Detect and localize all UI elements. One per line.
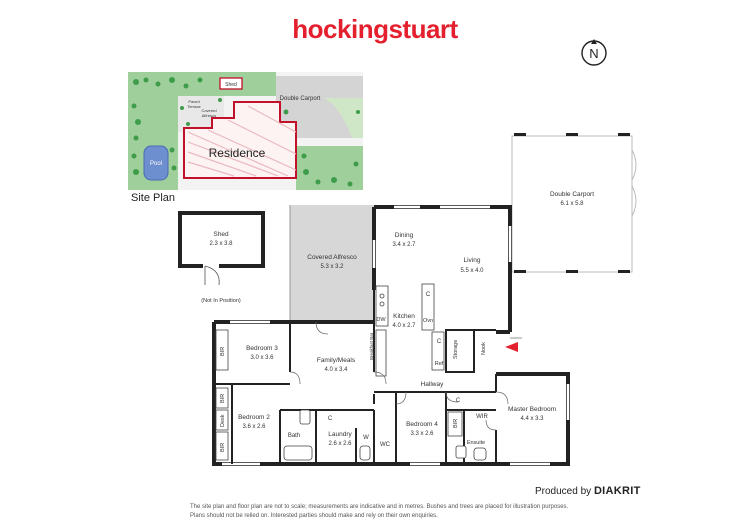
disclaimer-line-2: Plans should not be relied on. Intereste… [190, 513, 438, 519]
bedroom2-dims: 3.6 x 2.6 [242, 424, 266, 430]
label-c-laundry: C [328, 416, 333, 422]
label-bir-bed2b: BIR [220, 443, 226, 452]
master-bedroom-dims: 4.4 x 3.3 [520, 416, 544, 422]
label-bir-bed2: BIR [220, 394, 226, 403]
alfresco-name: Covered Alfresco [307, 254, 357, 261]
master-bedroom-name: Master Bedroom [508, 406, 556, 413]
dining-name: Dining [395, 232, 414, 239]
house-walls [212, 205, 570, 466]
bedroom4-name: Bedroom 4 [406, 421, 438, 428]
site-plan-title: Site Plan [131, 192, 176, 204]
label-c-pantry: C [437, 339, 442, 345]
built-in-strips [215, 329, 463, 461]
producer-name: DIAKRIT [593, 485, 641, 497]
double-carport: Double Carport 6.1 x 5.8 [511, 133, 637, 273]
bedroom4-dims: 3.3 x 2.6 [410, 431, 434, 437]
carport-dims: 6.1 x 5.8 [560, 201, 584, 207]
site-trees [131, 77, 360, 187]
label-wc: WC [380, 442, 391, 448]
label-bir-bed3: BIR [220, 347, 226, 356]
windows [222, 205, 570, 466]
site-label-carport: Double Carport [280, 96, 321, 102]
covered-alfresco [290, 205, 374, 320]
bedroom3-name: Bedroom 3 [246, 345, 278, 352]
shed-name: Shed [213, 231, 229, 238]
label-storage: Storage [453, 340, 459, 359]
family-meals-name: Family/Meals [317, 357, 356, 364]
produced-by-prefix: Produced by [535, 486, 592, 497]
site-label-terrace: Terrace [187, 104, 201, 109]
site-shed [219, 77, 243, 90]
laundry-dims: 2.6 x 2.6 [328, 441, 352, 447]
family-meals-dims: 4.0 x 3.4 [324, 367, 348, 373]
site-label-pool: Pool [150, 161, 162, 167]
site-lawn [128, 72, 276, 96]
site-residence [183, 101, 297, 179]
site-label-alfresco: Alfresco [202, 113, 217, 118]
kitchen-dims: 4.0 x 2.7 [392, 323, 416, 329]
living-name: Living [464, 257, 481, 264]
shed: Shed 2.3 x 3.8 (Not In Position) [178, 211, 265, 304]
disclaimer-line-1: The site plan and floor plan are not to … [190, 504, 569, 510]
label-desk: Desk [220, 414, 226, 427]
label-bir-bed4: BIR [453, 419, 459, 428]
shed-note: (Not In Position) [201, 298, 241, 304]
label-wir: WIR [476, 414, 488, 420]
shed-dims: 2.3 x 3.8 [209, 241, 233, 247]
carport-name: Double Carport [550, 191, 594, 198]
compass-label: N [589, 46, 598, 61]
kitchen-name: Kitchen [393, 313, 415, 320]
site-label-residence: Residence [209, 146, 266, 160]
produced-by: Produced by DIAKRIT [535, 485, 641, 497]
label-ref: Ref [435, 361, 444, 367]
label-c-kitchen: C [426, 292, 431, 298]
label-bath: Bath [288, 433, 300, 439]
label-nook: Nook [481, 342, 487, 355]
site-label-paved: Paved [188, 99, 199, 104]
label-w: W [363, 435, 369, 441]
label-breakfast-bar: Breakfast Bar [369, 332, 374, 360]
site-pool [143, 145, 169, 181]
kitchen-benches [375, 283, 445, 377]
site-label-shed: Shed [225, 82, 237, 88]
alfresco-dims: 5.3 x 3.2 [320, 264, 344, 270]
interior-walls [214, 284, 497, 464]
door-swings [289, 321, 522, 431]
label-ovn: Ovn [423, 318, 433, 324]
label-hallway: Hallway [421, 381, 445, 388]
label-ensuite: Ensuite [467, 440, 485, 446]
brand-logo: hockingstuart [292, 14, 458, 44]
laundry-name: Laundry [328, 431, 352, 438]
bedroom2-name: Bedroom 2 [238, 414, 270, 421]
label-dw: DW [376, 317, 386, 323]
north-compass-icon: N [581, 39, 607, 66]
label-c-hall: C [456, 398, 461, 404]
living-dims: 5.5 x 4.0 [460, 268, 484, 274]
dining-dims: 3.4 x 2.7 [392, 242, 416, 248]
bedroom3-dims: 3.0 x 3.6 [250, 355, 274, 361]
site-plan: Shed Double Carport Paved Terrace Pool C… [128, 72, 363, 190]
bath-fixtures [283, 409, 487, 461]
entry-arrow-icon [505, 342, 518, 352]
site-label-covered: Covered [201, 108, 216, 113]
